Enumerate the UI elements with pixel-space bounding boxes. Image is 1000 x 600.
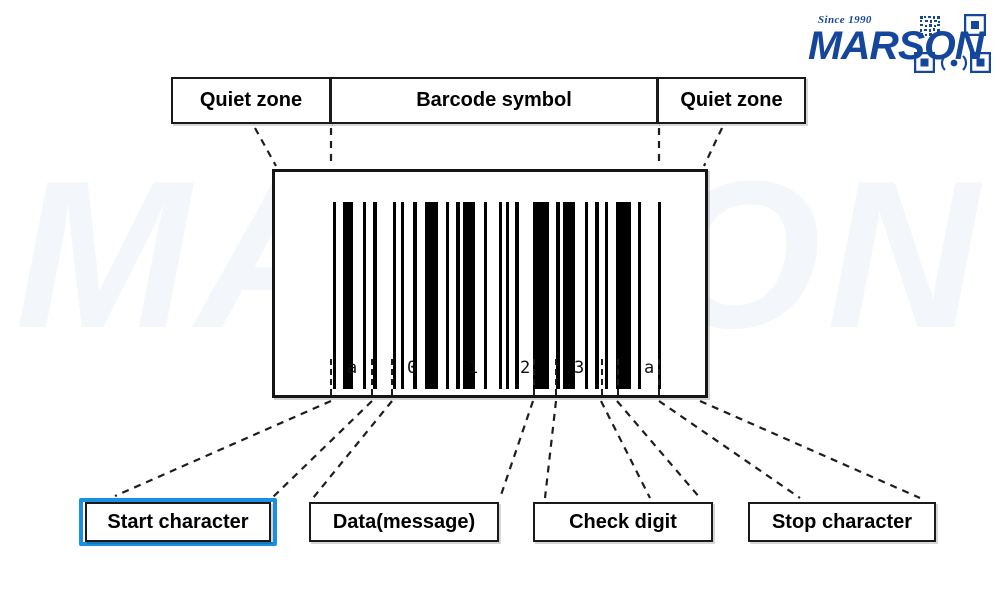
barcode-bar <box>638 202 641 389</box>
bottom-label-check-digit-text: Check digit <box>569 510 677 533</box>
barcode-bar <box>556 202 560 389</box>
barcode-bar <box>463 202 475 389</box>
barcode-bar <box>515 202 519 389</box>
top-label-barcode-symbol-text: Barcode symbol <box>416 89 572 111</box>
start-character-selection-ring <box>79 498 277 546</box>
barcode-bar <box>616 202 631 389</box>
bottom-label-data-message-text: Data(message) <box>332 510 476 533</box>
square-module-icon-bottom-right <box>969 51 992 74</box>
barcode-separator <box>658 359 660 395</box>
barcode-bar <box>343 202 353 389</box>
barcode-bar <box>506 202 509 389</box>
barcode-bar <box>658 202 661 389</box>
qr-code-icon <box>920 16 940 36</box>
leader-check-2 <box>600 400 651 499</box>
barcode-hri-char: 2 <box>520 358 531 378</box>
barcode-separator <box>391 359 393 395</box>
square-module-icon-top-right <box>963 13 987 37</box>
logo-since-text: Since 1990 <box>818 14 872 26</box>
bottom-label-check-digit[interactable]: Check digit <box>533 502 713 542</box>
barcode-bar <box>484 202 487 389</box>
leader-stop-2 <box>658 400 801 499</box>
top-label-row: Quiet zone Barcode symbol Quiet zone <box>171 77 806 124</box>
barcode-separator <box>330 359 332 395</box>
barcode-separator <box>555 359 557 395</box>
barcode-hri-char: 3 <box>574 358 585 378</box>
barcode-bar <box>595 202 599 389</box>
barcode-bar <box>363 202 366 389</box>
barcode-bar <box>401 202 404 389</box>
barcode-hri-char: 0 <box>407 358 418 378</box>
barcode-separator <box>601 359 603 395</box>
barcode-hri-char: 1 <box>468 358 479 378</box>
leader-start-1 <box>114 399 332 498</box>
top-label-quiet-zone-right-text: Quiet zone <box>680 89 783 111</box>
barcode-bar <box>333 202 336 389</box>
top-label-quiet-zone-left[interactable]: Quiet zone <box>171 77 331 124</box>
barcode-bar <box>373 202 377 389</box>
barcode-bar <box>446 202 449 389</box>
barcode-separator <box>617 359 619 395</box>
bottom-label-start-character[interactable]: Start character <box>85 502 271 542</box>
barcode-bar <box>413 202 417 389</box>
bottom-label-stop-character[interactable]: Stop character <box>748 502 936 542</box>
bottom-label-start-character-text: Start character <box>107 510 249 533</box>
barcode-bars <box>275 172 705 395</box>
top-label-barcode-symbol[interactable]: Barcode symbol <box>330 77 658 124</box>
bottom-label-stop-character-text: Stop character <box>771 510 913 533</box>
leader-quiet-left <box>254 127 277 167</box>
bottom-label-data-message[interactable]: Data(message) <box>309 502 499 542</box>
leader-start-2 <box>271 400 373 499</box>
barcode-bar <box>605 202 608 389</box>
square-module-icon-bottom-left <box>913 51 936 74</box>
barcode-bar <box>456 202 460 389</box>
leader-quiet-right <box>703 127 723 167</box>
barcode-separator <box>533 359 535 395</box>
leader-stop-1 <box>616 400 701 499</box>
barcode-bar <box>585 202 588 389</box>
barcode-hri-char: a <box>644 358 655 378</box>
barcode-separator <box>371 359 373 395</box>
barcode-frame[interactable] <box>272 169 708 398</box>
leader-data-1 <box>312 400 393 499</box>
marson-logo: Since 1990 MARSON <box>806 12 992 74</box>
top-label-quiet-zone-left-text: Quiet zone <box>199 89 303 111</box>
barcode-bar <box>499 202 502 389</box>
rfid-wave-icon <box>940 53 968 73</box>
barcode-bar <box>393 202 396 389</box>
barcode-hri-char: a <box>347 358 358 378</box>
barcode-bar <box>425 202 438 389</box>
leader-stop-3 <box>699 399 921 500</box>
leader-data-2 <box>498 400 535 499</box>
top-label-quiet-zone-right[interactable]: Quiet zone <box>657 77 806 124</box>
barcode-bar <box>533 202 549 389</box>
barcode-bar <box>563 202 575 389</box>
leader-check-1 <box>543 400 558 499</box>
